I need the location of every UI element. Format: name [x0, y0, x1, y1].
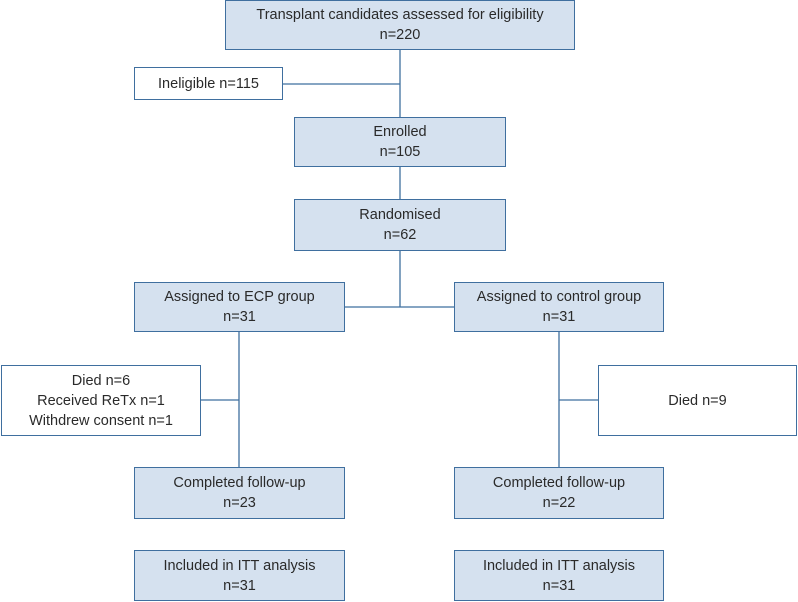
- ecp-died: Died n=6: [71, 372, 131, 389]
- screening-box: Transplant candidates assessed for eligi…: [225, 0, 575, 50]
- control-exclusions-box: Died n=9: [598, 365, 797, 436]
- ecp-group-count: n=31: [223, 309, 256, 325]
- control-itt-label: Included in ITT analysis: [482, 557, 636, 574]
- control-followup-count: n=22: [542, 495, 576, 511]
- control-group-label: Assigned to control group: [476, 289, 642, 305]
- control-followup-box: Completed follow-up n=22: [454, 467, 664, 519]
- ecp-group-label: Assigned to ECP group: [164, 289, 315, 305]
- control-group-count: n=31: [542, 309, 576, 325]
- enrolled-count: n=105: [379, 144, 421, 160]
- ecp-withdrew: Withdrew consent n=1: [29, 412, 173, 429]
- randomised-box: Randomised n=62: [294, 199, 506, 251]
- ineligible-box: Ineligible n=115: [134, 67, 283, 100]
- screening-label: Transplant candidates assessed for eligi…: [256, 7, 544, 23]
- enrolled-label: Enrolled: [373, 124, 427, 140]
- control-group-box: Assigned to control group n=31: [454, 282, 664, 332]
- control-died: Died n=9: [668, 392, 727, 409]
- enrolled-box: Enrolled n=105: [294, 117, 506, 167]
- ecp-followup-count: n=23: [223, 495, 256, 511]
- ecp-itt-box: Included in ITT analysis n=31: [134, 550, 345, 601]
- ecp-followup-box: Completed follow-up n=23: [134, 467, 345, 519]
- ecp-group-box: Assigned to ECP group n=31: [134, 282, 345, 332]
- ecp-itt-label: Included in ITT analysis: [163, 557, 316, 574]
- ecp-itt-count: n=31: [223, 577, 256, 594]
- ecp-retx: Received ReTx n=1: [37, 392, 165, 409]
- ineligible-label: Ineligible n=115: [158, 75, 259, 92]
- ecp-followup-label: Completed follow-up: [173, 475, 306, 491]
- randomised-label: Randomised: [359, 207, 441, 223]
- control-itt-count: n=31: [542, 577, 576, 594]
- screening-count: n=220: [379, 27, 421, 43]
- ecp-exclusions-box: Died n=6 Received ReTx n=1 Withdrew cons…: [1, 365, 201, 436]
- control-itt-box: Included in ITT analysis n=31: [454, 550, 664, 601]
- randomised-count: n=62: [383, 227, 417, 243]
- control-followup-label: Completed follow-up: [492, 475, 626, 491]
